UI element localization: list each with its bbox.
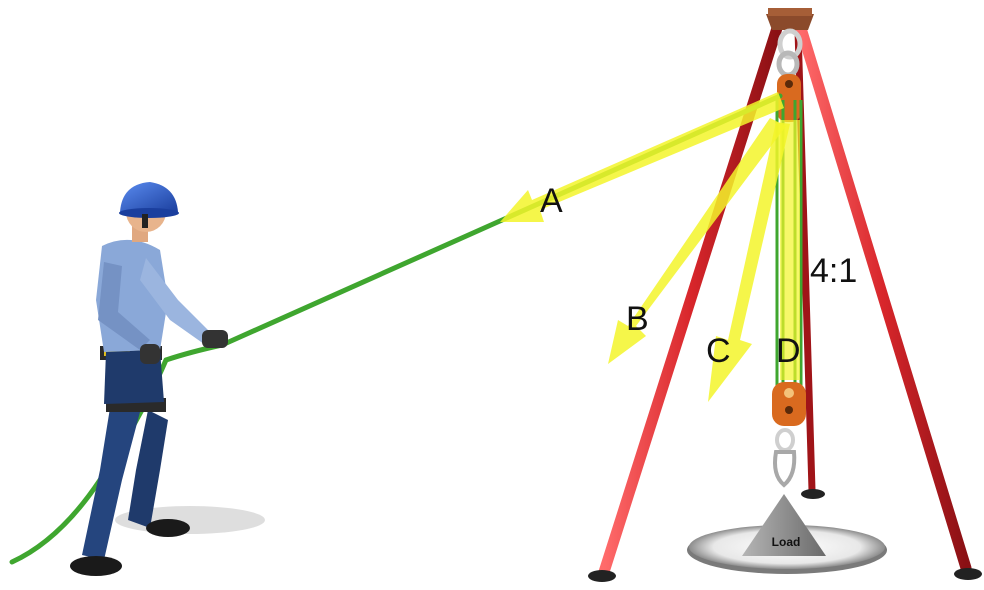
label-ratio: 4:1 xyxy=(810,252,857,290)
label-a: A xyxy=(540,182,563,220)
anchor-shackle xyxy=(779,31,800,75)
lower-pulley xyxy=(772,382,806,426)
worker-back-boot xyxy=(146,519,190,537)
tripod-head xyxy=(766,8,814,30)
load-carabiner xyxy=(775,430,794,485)
label-b: B xyxy=(626,300,649,338)
worker-front-boot xyxy=(70,556,122,576)
tripod-right-leg xyxy=(800,25,982,580)
load-weight: Load xyxy=(742,494,826,556)
load-label: Load xyxy=(772,535,801,549)
label-d: D xyxy=(776,332,801,370)
label-c: C xyxy=(706,332,731,370)
